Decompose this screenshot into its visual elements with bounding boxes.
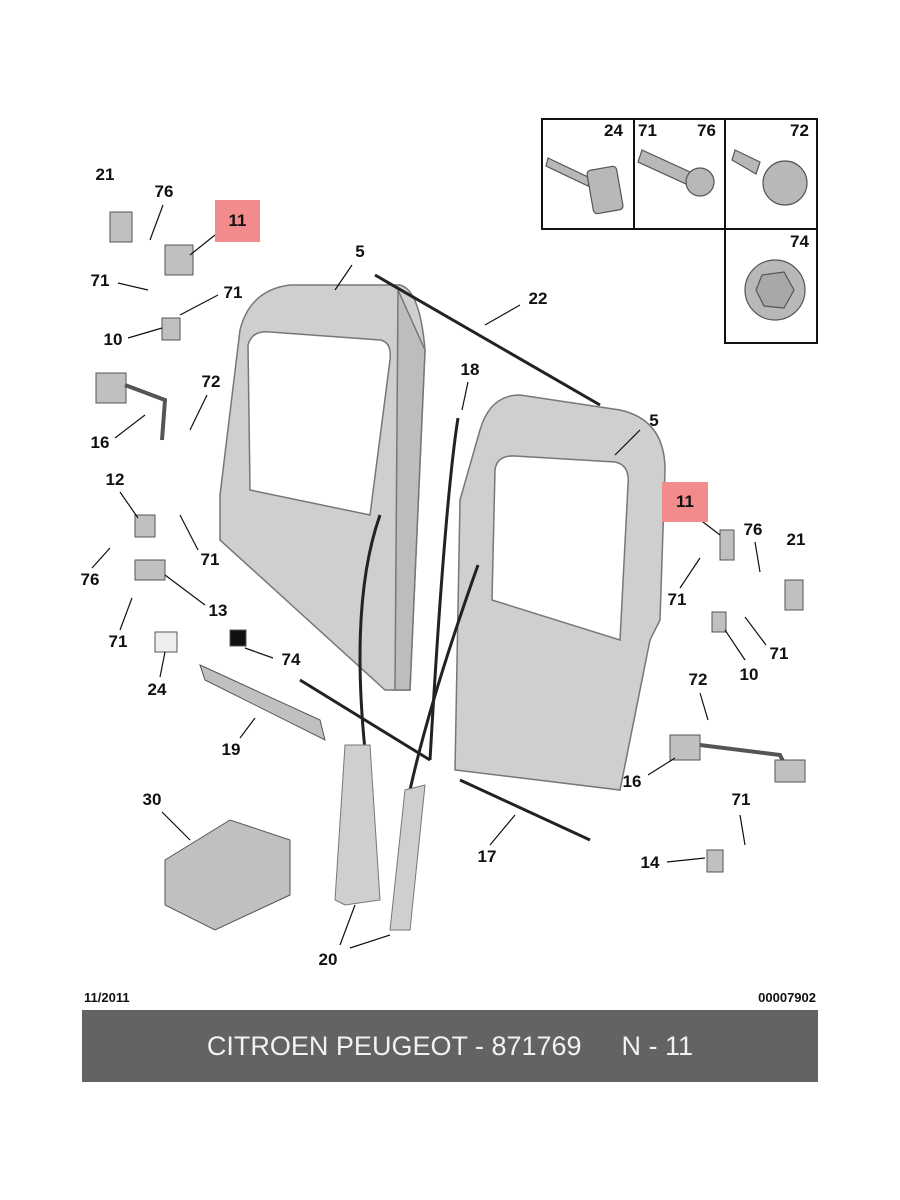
inset-label-24: 24 [604,121,623,140]
callout-71: 71 [667,590,687,609]
callout-22: 22 [528,289,548,308]
callout-71: 71 [90,271,110,290]
callout-74: 74 [281,650,301,669]
diagram-date: 11/2011 [84,990,130,1005]
seals-and-strips [299,273,601,842]
leader-lines [91,204,767,949]
callout-10: 10 [739,665,759,684]
inset-label-71: 71 [638,121,657,140]
callout-10: 10 [103,330,123,349]
callout-16: 16 [90,433,110,452]
callout-71: 71 [108,632,128,651]
small-parts [95,211,806,931]
callout-30: 30 [142,790,162,809]
callout-21: 21 [786,530,806,549]
callout-71: 71 [223,283,243,302]
inset-label-76: 76 [697,121,716,140]
callout-76: 76 [743,520,763,539]
callout-18: 18 [460,360,480,379]
callout-71: 71 [731,790,751,809]
fastener-inset [541,118,818,344]
callout-24: 24 [147,680,167,699]
callout-72: 72 [688,670,708,689]
left-door [219,284,426,691]
callout-19: 19 [221,740,241,759]
callout-13: 13 [208,601,228,620]
callout-20: 20 [318,950,338,969]
inset-label-72: 72 [790,121,809,140]
callout-76: 76 [80,570,100,589]
callout-5: 5 [355,242,365,261]
banner-title: CITROEN PEUGEOT - 871769 [206,1030,582,1061]
inset-label-74: 74 [790,232,809,251]
callout-16: 16 [622,772,642,791]
diagram-code: 00007902 [758,990,816,1005]
pillar-trims [334,744,426,931]
callout-71: 71 [200,550,220,569]
highlighted-callout-11: 11 [662,482,708,522]
callout-76: 76 [154,182,174,201]
fastener-icons [545,149,808,321]
callout-21: 21 [95,165,115,184]
callout-17: 17 [477,847,497,866]
highlighted-callout-11: 11 [215,200,260,242]
banner-section: N - 11 [621,1030,694,1061]
callout-71: 71 [769,644,789,663]
callout-5: 5 [649,411,659,430]
callout-12: 12 [105,470,125,489]
callout-14: 14 [640,853,660,872]
right-door [454,394,666,791]
callout-72: 72 [201,372,221,391]
title-banner: CITROEN PEUGEOT - 871769 N - 11 [82,1010,818,1082]
